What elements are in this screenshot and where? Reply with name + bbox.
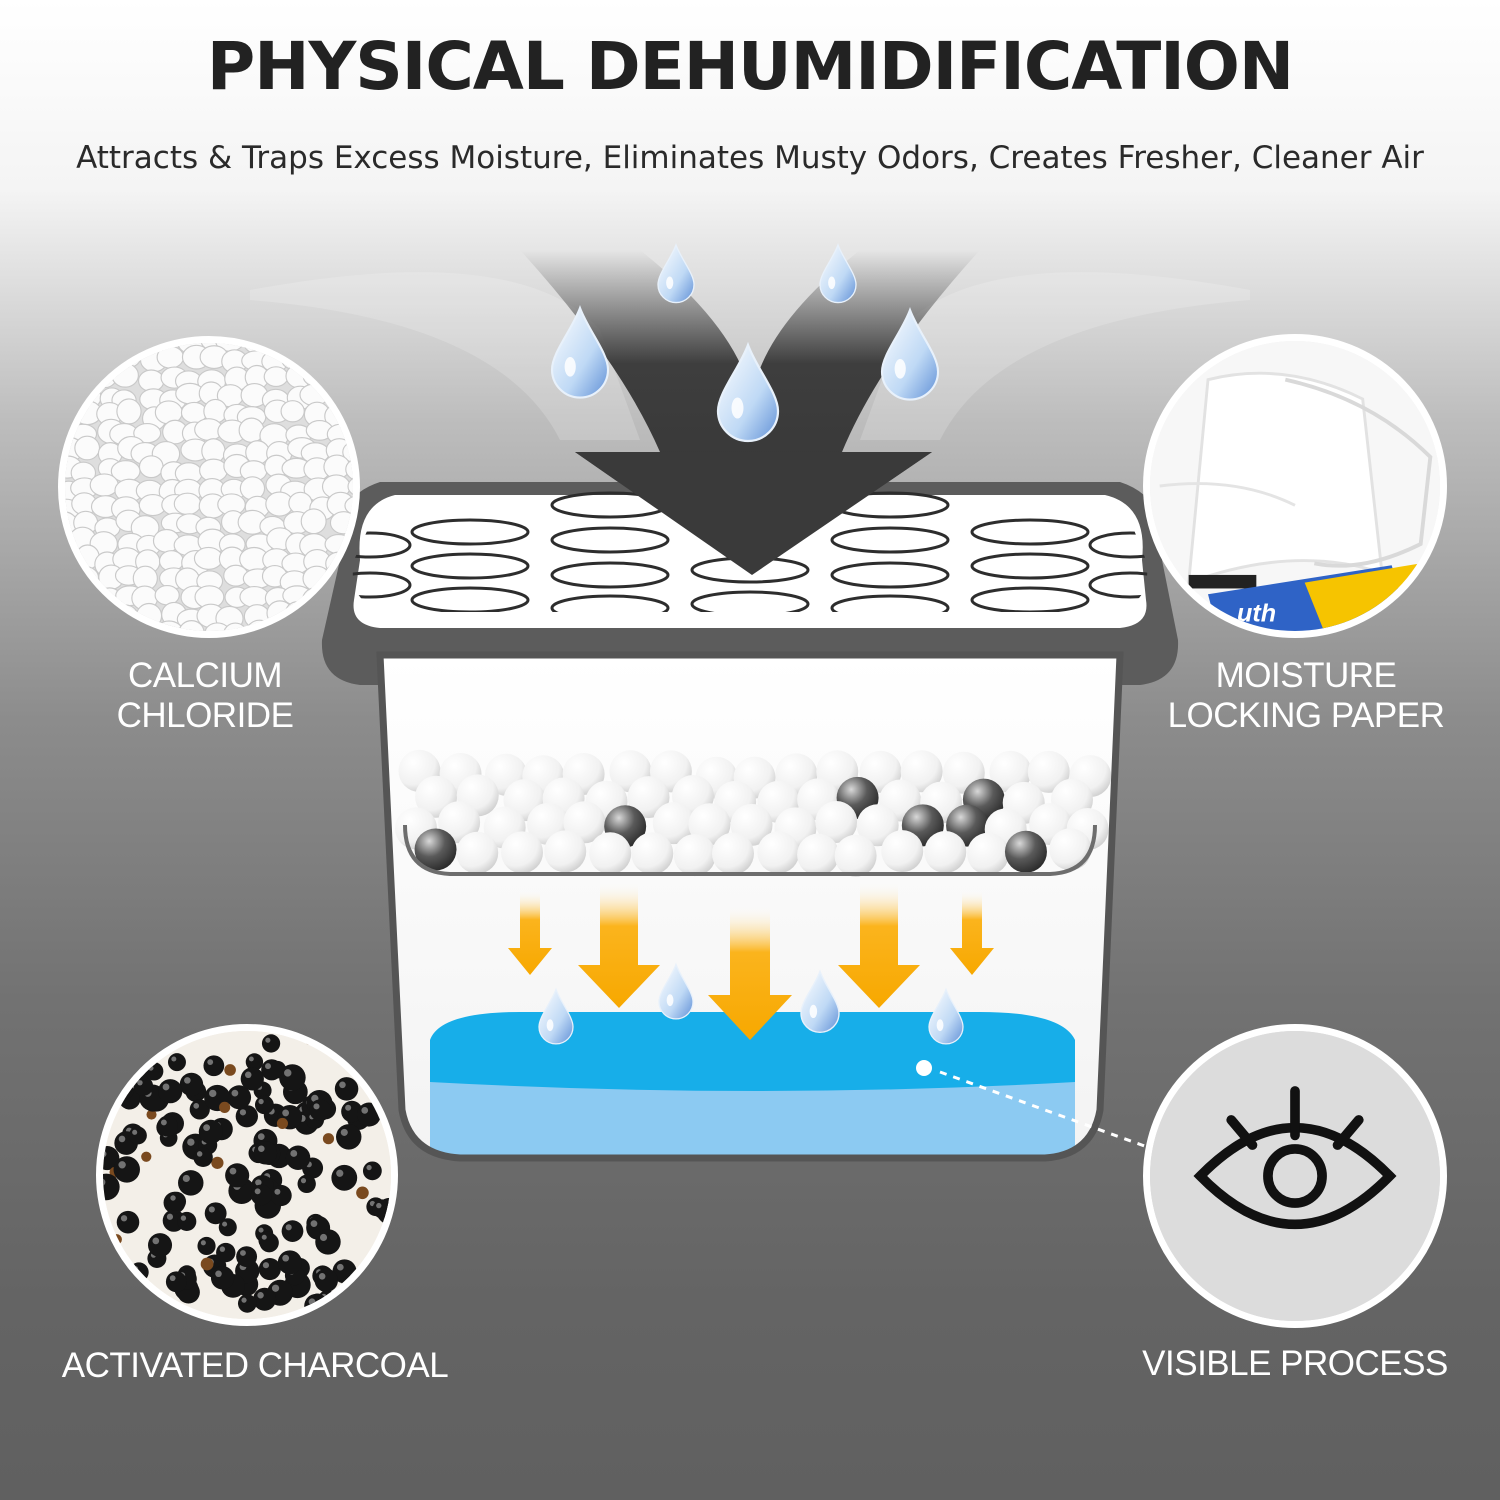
activated-charcoal-label: ACTIVATED CHARCOAL [61, 1346, 449, 1385]
water-drop-icon [657, 244, 695, 304]
calcium-chloride-image [58, 336, 360, 638]
page-title: PHYSICAL DEHUMIDIFICATION [206, 28, 1294, 105]
activated-charcoal-image [96, 1024, 398, 1326]
calcium-chloride-label: CALCIUM CHLORIDE [116, 656, 294, 735]
moisture-paper-label: MOISTURE LOCKING PAPER [1167, 656, 1445, 735]
visible-process-image [1143, 1024, 1447, 1328]
orange-arrows [508, 882, 994, 1040]
eye-icon [1193, 1086, 1397, 1230]
brand-fragment: uth [1237, 599, 1276, 627]
visible-process-label: VISIBLE PROCESS [1142, 1344, 1448, 1383]
page-subtitle: Attracts & Traps Excess Moisture, Elimin… [76, 140, 1424, 176]
moisture-paper-image: uth [1143, 334, 1447, 638]
water-drop-icon [819, 244, 857, 304]
